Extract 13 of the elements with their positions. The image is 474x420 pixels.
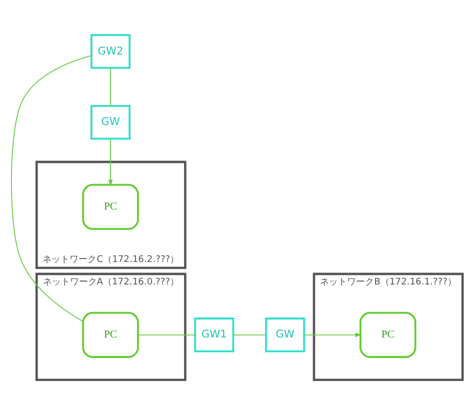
node-box: PC — [82, 311, 139, 358]
node-box: GW — [265, 317, 306, 352]
connector — [138, 334, 196, 335]
node-box: GW2 — [90, 34, 131, 68]
node-box: GW1 — [194, 317, 234, 352]
arrow — [108, 138, 113, 186]
connector — [10, 54, 92, 322]
node-box: PC — [82, 183, 139, 230]
arrow — [304, 332, 362, 337]
connector — [233, 334, 266, 335]
connector — [110, 67, 111, 106]
node-box: GW — [90, 104, 131, 140]
node-box: PC — [360, 311, 416, 358]
